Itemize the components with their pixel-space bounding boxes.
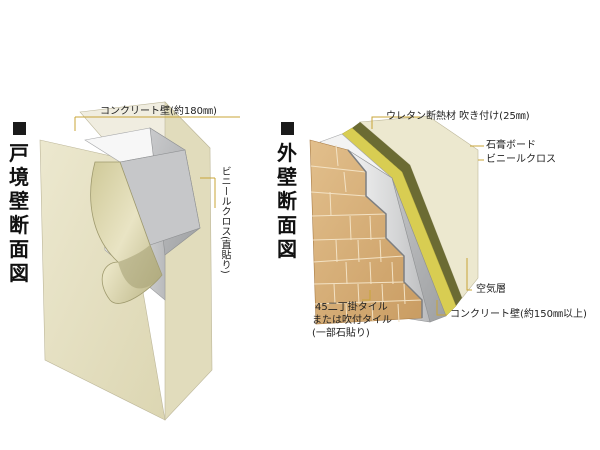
exterior-wall-heading: 外壁断面図 bbox=[276, 122, 298, 261]
tile-label-line2: または吹付タイル bbox=[312, 315, 392, 326]
exterior-wall-heading-text: 外壁断面図 bbox=[277, 141, 297, 261]
exterior-wall-heading-square bbox=[280, 122, 294, 135]
party-wall-peel-shadow bbox=[118, 245, 162, 289]
exterior-gypsum-edge bbox=[352, 122, 462, 306]
party-wall-concrete-label: コンクリート壁(約180㎜) bbox=[100, 106, 217, 117]
party-wall-vinyl-label: ビニールクロス(直貼り) bbox=[219, 166, 230, 274]
air-layer-label: 空気層 bbox=[476, 284, 506, 295]
party-wall-heading-square bbox=[12, 122, 26, 135]
exterior-concrete-label: コンクリート壁(約150㎜以上) bbox=[450, 309, 587, 320]
vinyl-cloth-label: ビニールクロス bbox=[486, 154, 556, 165]
urethane-insulation-label: ウレタン断熱材 吹き付け(25㎜) bbox=[386, 111, 530, 122]
exterior-wall-leader-lines bbox=[362, 116, 484, 316]
party-wall-heading-text: 戸境壁断面図 bbox=[9, 141, 29, 285]
party-wall-illustration bbox=[39, 101, 213, 421]
tile-label-line1: 45二丁掛タイル bbox=[315, 302, 388, 313]
party-wall-heading: 戸境壁断面図 bbox=[8, 122, 30, 285]
tile-label-line3: (一部石貼り) bbox=[312, 328, 370, 339]
party-wall-leader-lines bbox=[74, 116, 240, 208]
exterior-stepped-cut bbox=[347, 149, 423, 318]
exterior-tile-grid bbox=[310, 144, 423, 323]
exterior-wall-illustration bbox=[309, 115, 479, 325]
gypsum-board-label: 石膏ボード bbox=[486, 140, 536, 151]
